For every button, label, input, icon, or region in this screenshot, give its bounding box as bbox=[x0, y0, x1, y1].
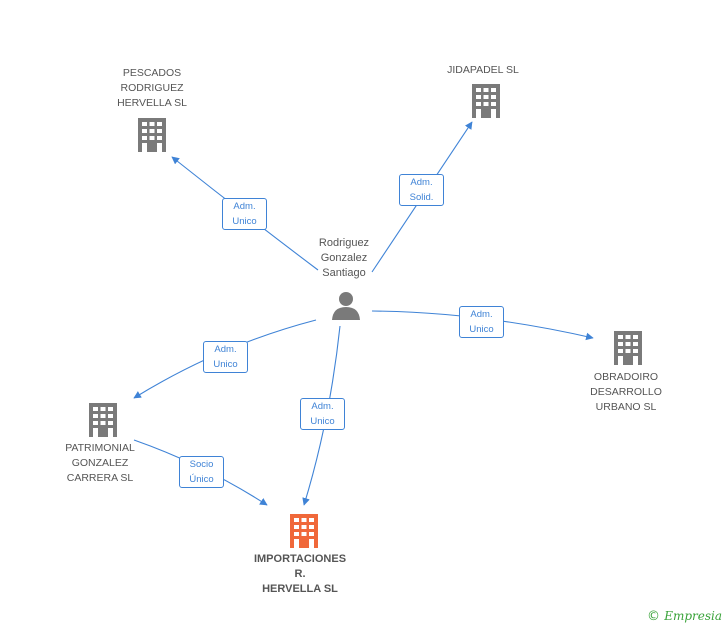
node-label-patrimonial[interactable]: PATRIMONIAL GONZALEZ CARRERA SL bbox=[65, 442, 135, 484]
edge-label-socio-unico[interactable]: Socio Único bbox=[179, 456, 224, 488]
company-building-icon[interactable] bbox=[472, 84, 500, 118]
edge-label-adm-unico[interactable]: Adm. Unico bbox=[203, 341, 248, 373]
node-label-obradoiro[interactable]: OBRADOIRO DESARROLLO URBANO SL bbox=[590, 371, 662, 413]
edge-label-adm-unico[interactable]: Adm. Unico bbox=[222, 198, 267, 230]
company-building-icon[interactable] bbox=[138, 118, 166, 152]
node-label-pescados[interactable]: PESCADOS RODRIGUEZ HERVELLA SL bbox=[117, 67, 187, 109]
edge-label-adm-solid[interactable]: Adm. Solid. bbox=[399, 174, 444, 206]
node-label-importaciones[interactable]: IMPORTACIONES R. HERVELLA SL bbox=[253, 553, 347, 595]
node-label-person[interactable]: Rodriguez Gonzalez Santiago bbox=[318, 237, 370, 279]
edge-label-adm-unico[interactable]: Adm. Unico bbox=[300, 398, 345, 430]
company-building-icon[interactable] bbox=[614, 331, 642, 365]
edge-label-adm-unico[interactable]: Adm. Unico bbox=[459, 306, 504, 338]
copyright-footer: © Empresia bbox=[647, 609, 722, 624]
copyright-symbol: © bbox=[647, 609, 661, 624]
node-label-jidapadel[interactable]: JIDAPADEL SL bbox=[447, 64, 519, 76]
main-company-building-icon[interactable] bbox=[290, 514, 318, 548]
company-building-icon[interactable] bbox=[89, 403, 117, 437]
person-icon[interactable] bbox=[332, 292, 360, 320]
brand-logo[interactable]: Empresia bbox=[664, 609, 722, 623]
